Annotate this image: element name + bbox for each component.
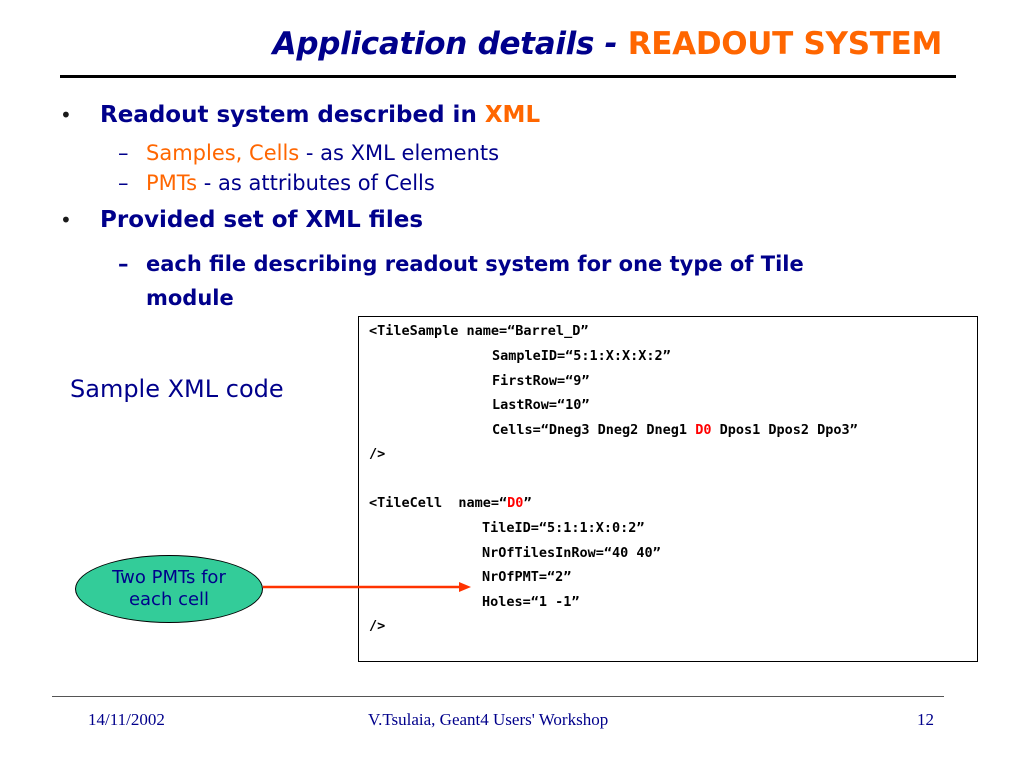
code-line: <TileSample name=“Barrel_D” xyxy=(369,323,589,339)
page-number: 12 xyxy=(917,710,934,729)
code-line: NrOfTilesInRow=“40 40” xyxy=(482,545,661,561)
sub-bullet-1-2-text: - as attributes of Cells xyxy=(197,171,435,195)
code-line: Holes=“1 -1” xyxy=(482,594,580,610)
code-line: Cells=“Dneg3 Dneg2 Dneg1 D0 Dpos1 Dpos2 … xyxy=(492,422,858,438)
code-line: LastRow=“10” xyxy=(492,397,590,413)
bullet-2-text: Provided set of XML files xyxy=(100,207,424,233)
bullet-1-text: Readout system described in XML xyxy=(100,102,541,128)
sub-bullet-1-1-text: - as XML elements xyxy=(299,141,500,165)
bullet-dot: • xyxy=(60,208,72,232)
footer-divider xyxy=(52,696,944,697)
sub-bullet-dash: – xyxy=(118,171,129,195)
xml-code-box: <TileSample name=“Barrel_D” SampleID=“5:… xyxy=(358,316,978,662)
code-highlight: D0 xyxy=(695,422,712,438)
code-line: FirstRow=“9” xyxy=(492,373,590,389)
sub-bullet-1-2-highlight: PMTs xyxy=(146,171,198,195)
bullet-1-highlight: XML xyxy=(484,102,541,128)
code-line: TileID=“5:1:1:X:0:2” xyxy=(482,520,645,536)
slide-title: Application details - READOUT SYSTEM xyxy=(60,26,943,62)
title-main: Application details - xyxy=(272,26,628,62)
sub-bullet-dash: – xyxy=(118,252,129,276)
code-line: <TileCell name=“D0” xyxy=(369,495,532,511)
code-line: /> xyxy=(369,618,386,634)
code-highlight: D0 xyxy=(507,495,524,511)
code-line: SampleID=“5:1:X:X:X:2” xyxy=(492,348,671,364)
callout-line1: Two PMTs for xyxy=(112,567,226,588)
title-divider xyxy=(60,75,956,78)
sub-bullet-1-1-highlight: Samples, Cells xyxy=(146,141,300,165)
sub-bullet-2-1-line1: each file describing readout system for … xyxy=(146,252,804,276)
sample-xml-label: Sample XML code xyxy=(70,375,284,403)
sub-bullet-2-1-line2: module xyxy=(146,286,234,310)
footer-center: V.Tsulaia, Geant4 Users' Workshop xyxy=(368,710,609,729)
code-line: NrOfPMT=“2” xyxy=(482,569,572,585)
callout-arrow-icon xyxy=(263,582,471,592)
code-line: /> xyxy=(369,446,386,462)
title-highlight: READOUT SYSTEM xyxy=(627,26,943,62)
footer-date: 14/11/2002 xyxy=(88,710,165,729)
callout-line2: each cell xyxy=(128,589,210,610)
sub-bullet-dash: – xyxy=(118,141,129,165)
bullet-dot: • xyxy=(60,103,72,127)
